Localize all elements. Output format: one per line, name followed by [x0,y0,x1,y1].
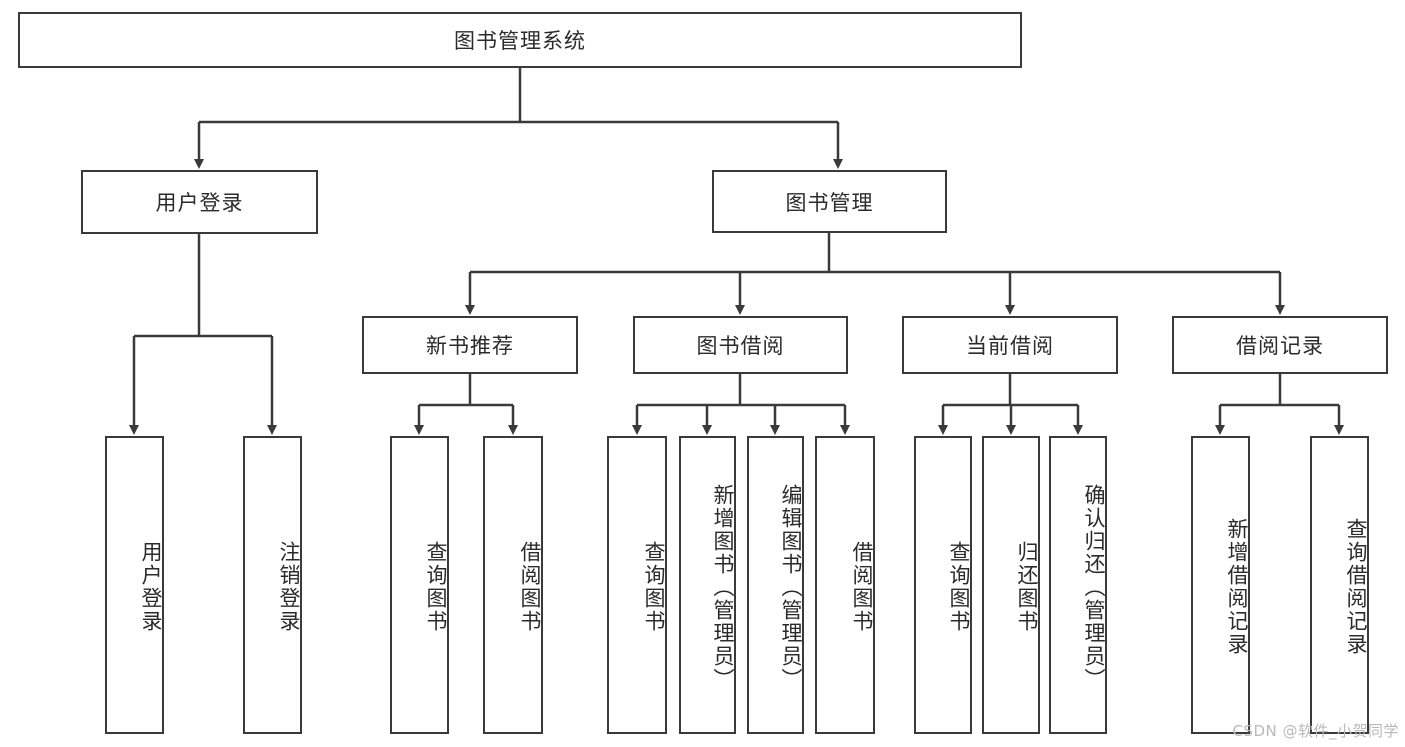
node-label: 查询借阅记录 [1344,518,1368,656]
node-label: 新增图书（管理员） [711,483,735,691]
node-label: 图书借阅 [696,334,785,358]
node-label: 确认归还（管理员） [1082,483,1106,691]
node-label: 新增借阅记录 [1225,518,1249,656]
node-book-management[interactable]: 图书管理 [712,170,947,233]
node-new-book-recommend[interactable]: 新书推荐 [362,316,578,374]
node-label: 图书管理 [785,190,874,215]
node-label: 图书管理系统 [454,29,586,53]
leaf-query-book-current[interactable]: 查询图书 [914,436,972,734]
node-user-login[interactable]: 用户登录 [81,170,318,234]
leaf-borrow-book[interactable]: 借阅图书 [815,436,875,734]
node-root[interactable]: 图书管理系统 [18,12,1022,68]
node-label: 注销登录 [277,541,301,633]
leaf-add-borrow-record[interactable]: 新增借阅记录 [1191,436,1250,734]
leaf-return-book[interactable]: 归还图书 [982,436,1040,734]
leaf-query-book-recommend[interactable]: 查询图书 [390,436,449,734]
node-label: 用户登录 [155,191,244,215]
node-label: 查询图书 [642,541,666,633]
node-borrow-record[interactable]: 借阅记录 [1172,316,1388,374]
leaf-user-login[interactable]: 用户登录 [105,436,164,734]
leaf-confirm-return-admin[interactable]: 确认归还（管理员） [1049,436,1107,734]
node-current-borrow[interactable]: 当前借阅 [902,316,1118,374]
node-book-borrow[interactable]: 图书借阅 [633,316,848,374]
leaf-borrow-book-recommend[interactable]: 借阅图书 [483,436,543,734]
node-label: 借阅记录 [1236,334,1324,358]
leaf-query-book-borrow[interactable]: 查询图书 [607,436,667,734]
node-label: 查询图书 [424,541,448,633]
leaf-add-book-admin[interactable]: 新增图书（管理员） [679,436,736,734]
node-label: 新书推荐 [426,334,514,358]
node-label: 编辑图书（管理员） [779,483,803,691]
node-label: 归还图书 [1015,541,1039,633]
node-label: 查询图书 [947,541,971,633]
node-label: 用户登录 [139,541,163,633]
leaf-edit-book-admin[interactable]: 编辑图书（管理员） [747,436,804,734]
node-label: 借阅图书 [518,541,542,633]
node-label: 当前借阅 [966,334,1054,358]
leaf-query-borrow-record[interactable]: 查询借阅记录 [1310,436,1369,734]
node-label: 借阅图书 [850,541,874,633]
leaf-logout[interactable]: 注销登录 [243,436,302,734]
